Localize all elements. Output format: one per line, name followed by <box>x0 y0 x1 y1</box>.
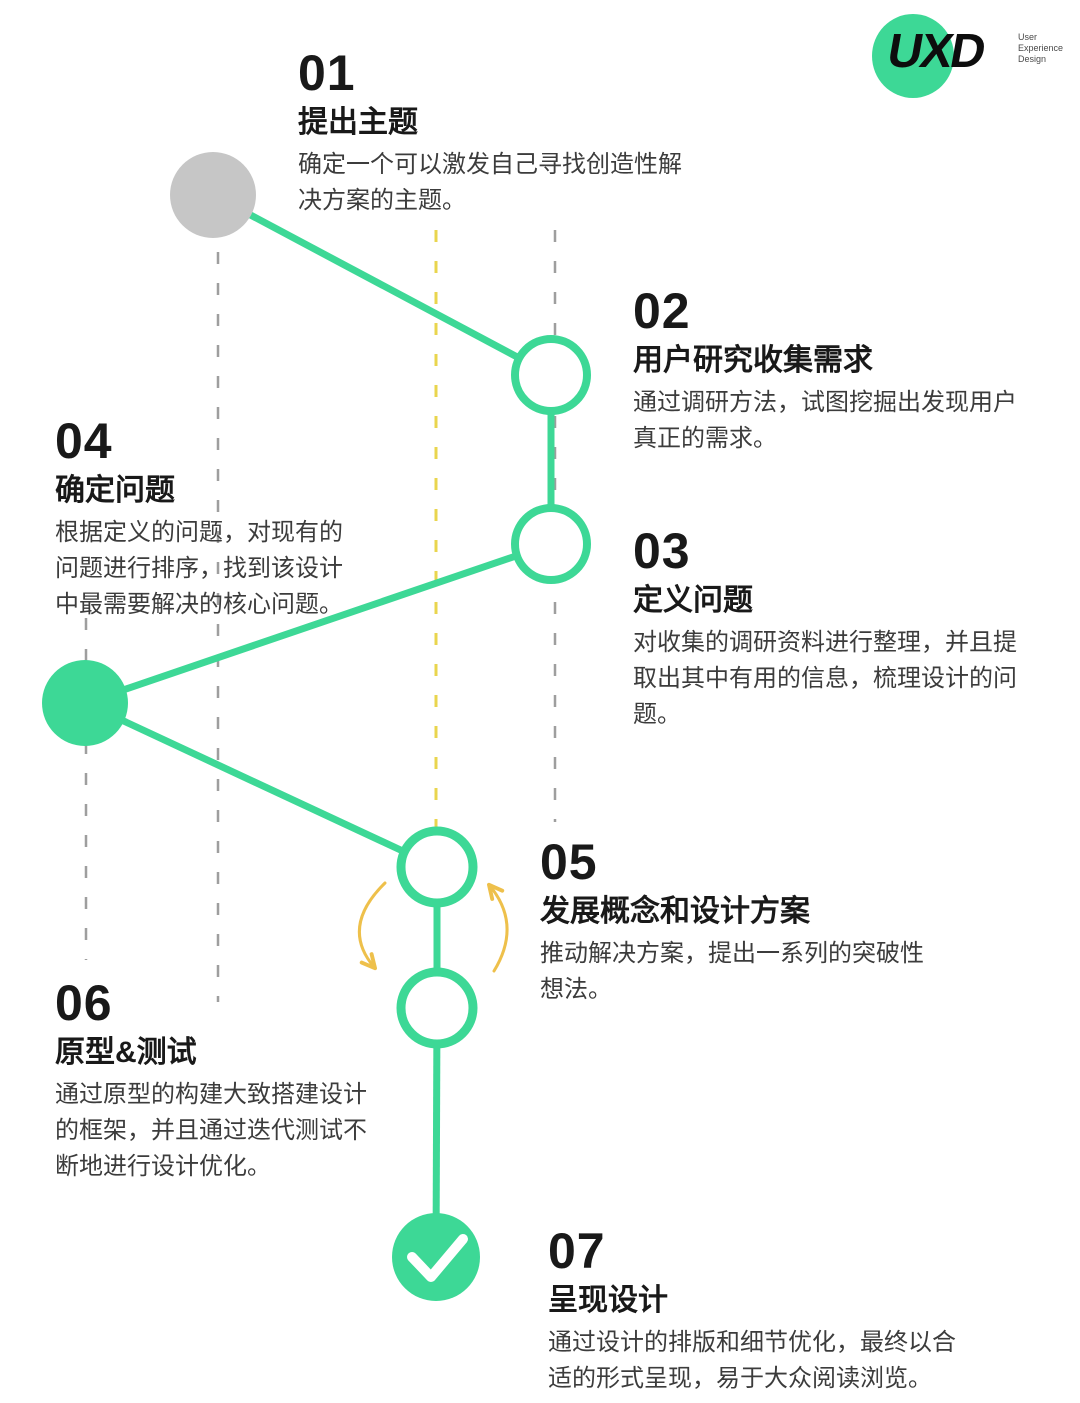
node-step7-circle <box>392 1213 480 1301</box>
node-step3-circle <box>511 504 591 584</box>
step-6-number: 06 <box>55 975 113 1031</box>
step-2-block: 02 用户研究收集需求 通过调研方法，试图挖掘出发现用户 真正的需求。 <box>633 284 1073 457</box>
iteration-arrow-left <box>357 881 387 971</box>
step-3-description: 对收集的调研资料进行整理，并且提 取出其中有用的信息，梳理设计的问 题。 <box>633 629 1017 728</box>
logo-circle <box>872 14 954 98</box>
step-7-block: 07 呈现设计 通过设计的排版和细节优化，最终以合 适的形式呈现，易于大众阅读浏… <box>548 1224 1038 1397</box>
connector-step3-step4 <box>83 540 553 707</box>
step-6-title: 原型&测试 <box>55 1036 197 1069</box>
step-7-description: 通过设计的排版和细节优化，最终以合 适的形式呈现，易于大众阅读浏览。 <box>548 1329 956 1392</box>
step-2-description: 通过调研方法，试图挖掘出发现用户 真正的需求。 <box>633 389 1017 452</box>
step-6-description: 通过原型的构建大致搭建设计 的框架，并且通过迭代测试不 断地进行设计优化。 <box>55 1081 367 1180</box>
step-1-title: 提出主题 <box>298 106 418 139</box>
node-step2-circle <box>511 335 591 415</box>
node-step6-circle <box>396 967 478 1049</box>
step-2-title: 用户研究收集需求 <box>633 344 873 377</box>
step-5-title: 发展概念和设计方案 <box>540 895 810 928</box>
step-6-block: 06 原型&测试 通过原型的构建大致搭建设计 的框架，并且通过迭代测试不 断地进… <box>55 976 415 1185</box>
step-5-description: 推动解决方案，提出一系列的突破性 想法。 <box>540 940 924 1003</box>
step-5-number: 05 <box>540 834 598 890</box>
step-1-description: 确定一个可以激发自己寻找创造性解 决方案的主题。 <box>298 151 682 214</box>
step-4-block: 04 确定问题 根据定义的问题，对现有的 问题进行排序，找到该设计 中最需要解决… <box>55 414 395 623</box>
step-2-number: 02 <box>633 283 691 339</box>
step-1-block: 01 提出主题 确定一个可以激发自己寻找创造性解 决方案的主题。 <box>298 46 758 219</box>
logo-tagline: User Experience Design <box>1018 32 1064 64</box>
step-1-number: 01 <box>298 45 356 101</box>
node-step4-circle <box>42 660 128 746</box>
node-step5-circle <box>396 826 478 908</box>
uxd-logo: UXD User Experience Design <box>870 10 1070 110</box>
step-7-number: 07 <box>548 1223 606 1279</box>
step-5-block: 05 发展概念和设计方案 推动解决方案，提出一系列的突破性 想法。 <box>540 835 1010 1008</box>
step-3-block: 03 定义问题 对收集的调研资料进行整理，并且提 取出其中有用的信息，梳理设计的… <box>633 524 1080 733</box>
step-7-title: 呈现设计 <box>548 1284 668 1317</box>
step-3-number: 03 <box>633 523 691 579</box>
step-4-number: 04 <box>55 413 113 469</box>
logo-brand-text: UXD <box>883 25 989 78</box>
check-icon <box>407 1234 468 1282</box>
step-4-description: 根据定义的问题，对现有的 问题进行排序，找到该设计 中最需要解决的核心问题。 <box>55 519 343 618</box>
iteration-arrow-right <box>487 882 509 973</box>
node-step1-circle <box>170 152 256 238</box>
connector-step1-step2 <box>211 191 553 379</box>
connector-step4-step5 <box>83 699 439 871</box>
step-3-title: 定义问题 <box>633 584 753 617</box>
step-4-title: 确定问题 <box>55 474 175 507</box>
